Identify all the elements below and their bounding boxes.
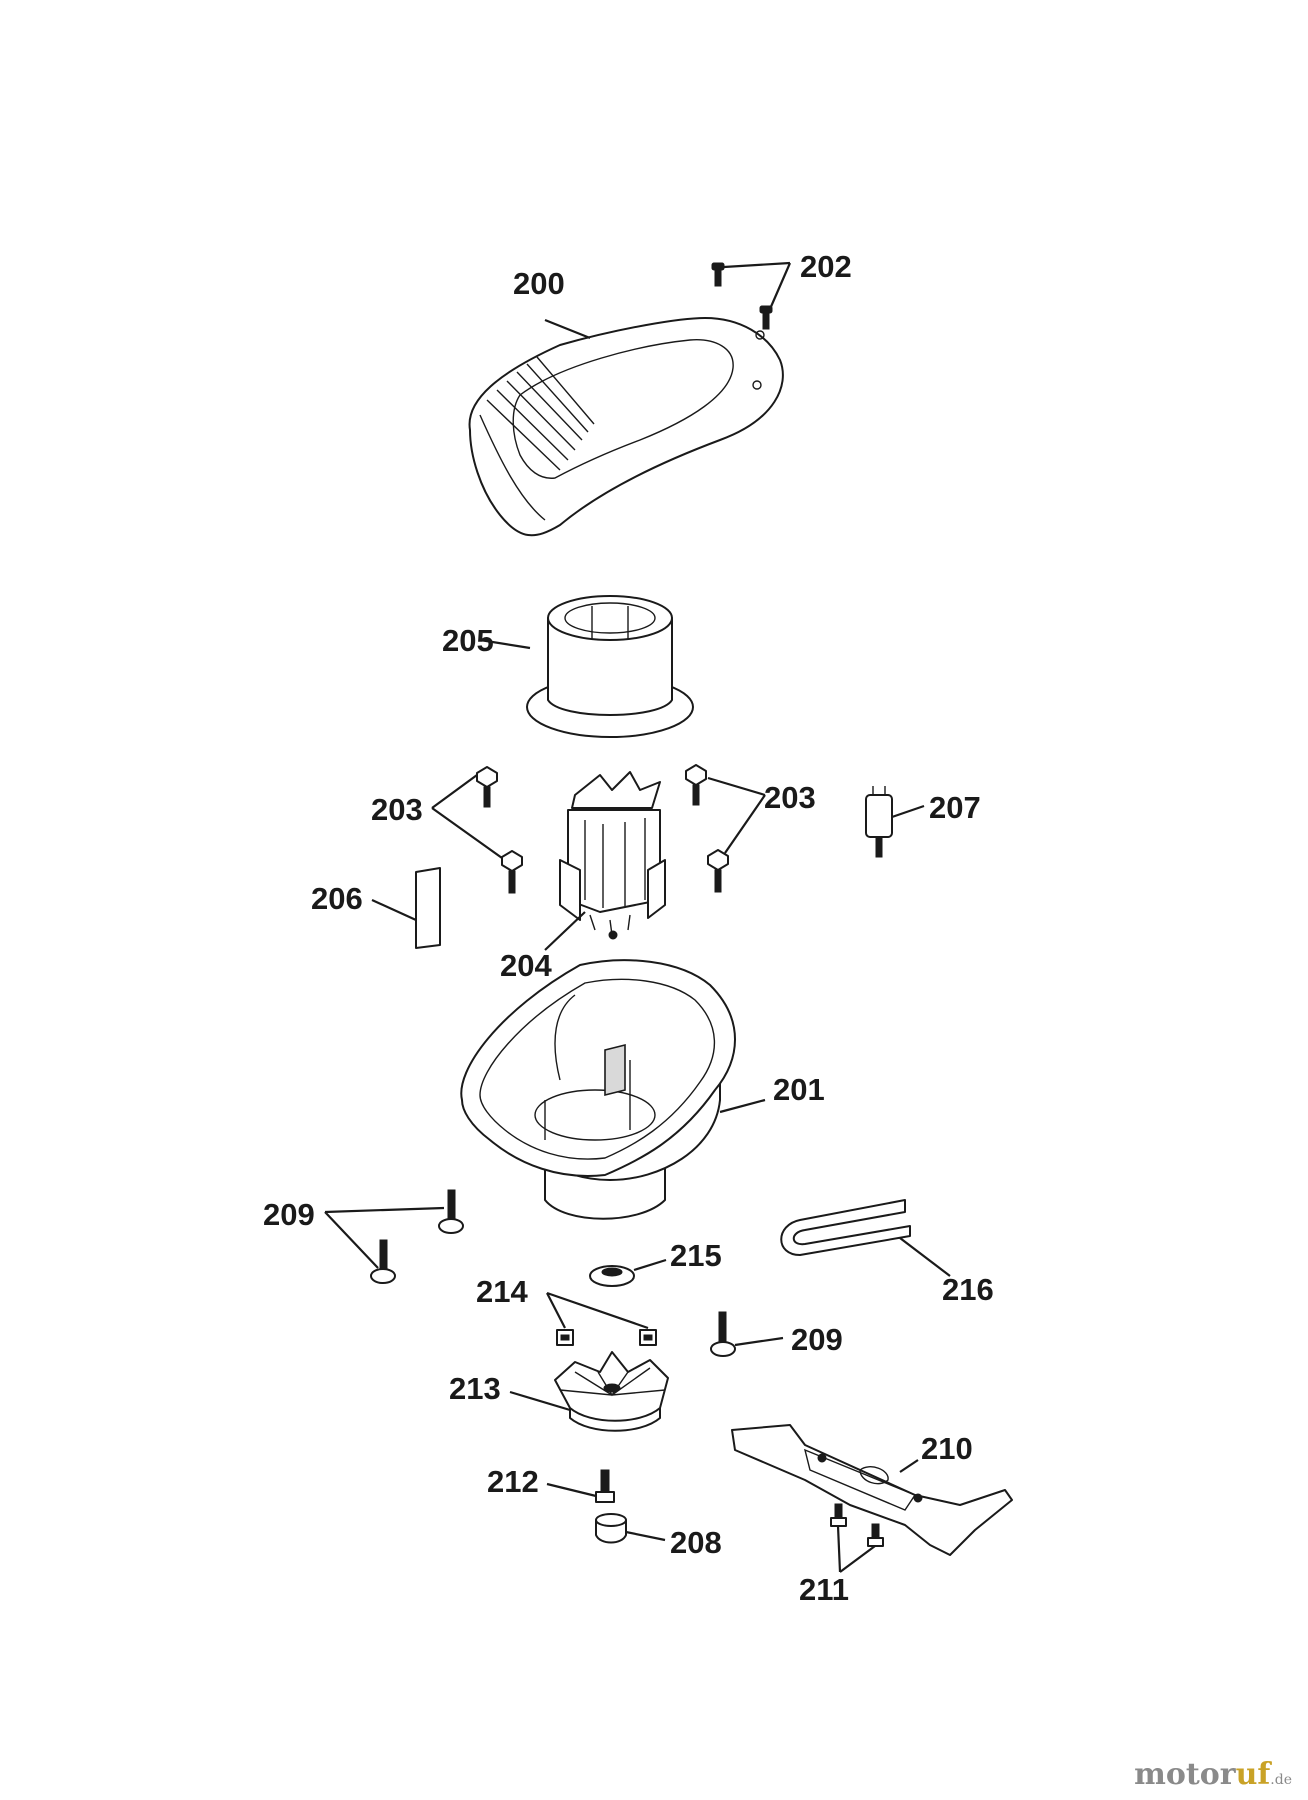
screws-part-211 — [830, 1503, 884, 1573]
label-211: 211 — [799, 1572, 849, 1607]
label-210: 210 — [921, 1431, 973, 1466]
capacitor-part-207 — [865, 786, 925, 858]
label-203-left: 203 — [371, 792, 423, 827]
motor-part-204 — [544, 771, 666, 951]
hood-cover-part-200 — [468, 317, 784, 537]
label-206: 206 — [311, 881, 363, 916]
label-208: 208 — [670, 1525, 722, 1560]
blade-part-210 — [731, 1424, 1013, 1556]
watermark-suffix: .de — [1270, 1772, 1292, 1788]
label-200: 200 — [513, 266, 565, 301]
label-212: 212 — [487, 1464, 539, 1499]
fan-part-213 — [509, 1351, 669, 1432]
watermark-main: motor — [1134, 1757, 1236, 1792]
label-209-right: 209 — [791, 1322, 843, 1357]
plate-part-206 — [371, 867, 441, 949]
label-209-left: 209 — [263, 1197, 315, 1232]
screws-part-202 — [711, 261, 792, 330]
cap-part-208 — [595, 1513, 666, 1544]
watermark-logo: motoruf.de — [1134, 1757, 1292, 1792]
bolts-part-203 — [431, 764, 766, 894]
clips-part-214 — [546, 1291, 657, 1346]
label-216: 216 — [942, 1272, 994, 1307]
bearing-part-215 — [589, 1258, 667, 1287]
label-215: 215 — [670, 1238, 722, 1273]
housing-part-201 — [460, 959, 766, 1220]
watermark-accent: uf — [1235, 1757, 1271, 1792]
clip-part-216 — [780, 1199, 951, 1277]
label-213: 213 — [449, 1371, 501, 1406]
label-203-right: 203 — [764, 780, 816, 815]
label-201: 201 — [773, 1072, 825, 1107]
screw-part-209-right — [710, 1311, 784, 1357]
fan-shroud-part-205 — [479, 595, 694, 738]
label-214: 214 — [476, 1274, 528, 1309]
label-205: 205 — [442, 623, 494, 658]
label-202: 202 — [800, 249, 852, 284]
bolt-part-212 — [546, 1469, 615, 1503]
label-207: 207 — [929, 790, 981, 825]
screws-part-209-left — [324, 1189, 464, 1284]
label-204: 204 — [500, 948, 552, 983]
